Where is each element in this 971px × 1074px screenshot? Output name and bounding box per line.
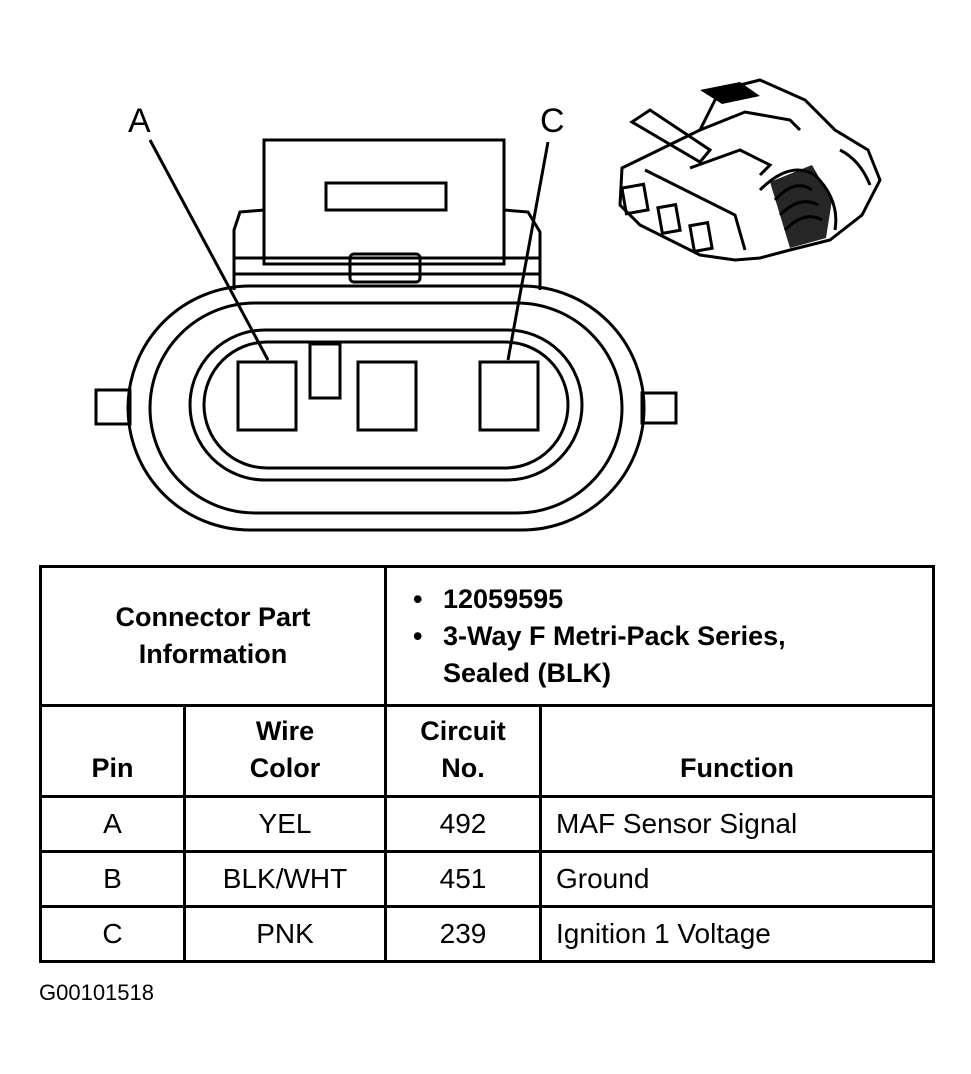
pin-label-a: A bbox=[128, 102, 151, 140]
header-wire-color-line2: Color bbox=[249, 753, 321, 783]
pin-cell: C bbox=[39, 905, 186, 963]
iso-cavity-c bbox=[688, 220, 714, 254]
header-circuit-line2: No. bbox=[441, 753, 485, 783]
header-wire-color: Wire Color bbox=[183, 704, 387, 798]
pin-cell: A bbox=[39, 795, 186, 853]
wire-color-cell: BLK/WHT bbox=[183, 850, 387, 908]
figure-id: G00101518 bbox=[39, 980, 154, 1005]
right-ear bbox=[640, 391, 678, 425]
cavity-c bbox=[478, 360, 540, 432]
table-row: C PNK 239 Ignition 1 Voltage bbox=[39, 905, 935, 963]
function-cell: MAF Sensor Signal bbox=[539, 795, 935, 853]
part-number-item: • 12059595 bbox=[413, 583, 564, 614]
series-line2: Sealed (BLK) bbox=[443, 657, 612, 688]
header-function: Function bbox=[539, 704, 935, 798]
connector-info-table: Connector Part Information • 12059595 • … bbox=[39, 565, 935, 963]
polarizing-key bbox=[308, 342, 342, 400]
connector-diagram: A C bbox=[94, 78, 882, 532]
leader-line-a bbox=[148, 139, 270, 361]
connector-part-info-row: Connector Part Information • 12059595 • … bbox=[39, 565, 935, 707]
table-row: A YEL 492 MAF Sensor Signal bbox=[39, 795, 935, 853]
part-info-list: • 12059595 • 3-Way F Metri-Pack Series, … bbox=[387, 575, 932, 698]
header-function-text: Function bbox=[680, 753, 794, 783]
latch-housing bbox=[262, 138, 506, 266]
connector-part-label-line1: Connector Part bbox=[115, 602, 311, 632]
column-header-row: Pin Wire Color Circuit No. Function bbox=[39, 704, 935, 798]
function-cell: Ignition 1 Voltage bbox=[539, 905, 935, 963]
connector-part-label-line2: Information bbox=[138, 639, 288, 669]
connector-body bbox=[618, 78, 882, 262]
header-circuit: Circuit No. bbox=[384, 704, 542, 798]
connector-shading bbox=[700, 82, 832, 248]
series-line1: 3-Way F Metri-Pack Series, bbox=[443, 620, 786, 651]
circuit-cell: 451 bbox=[384, 850, 542, 908]
header-pin-text: Pin bbox=[91, 753, 134, 783]
left-ear bbox=[94, 388, 132, 426]
header-circuit-line1: Circuit bbox=[420, 716, 506, 746]
cavity-a bbox=[236, 360, 298, 432]
connector-face-view bbox=[94, 138, 678, 532]
cavity-b bbox=[356, 360, 418, 432]
seal-ring bbox=[188, 328, 584, 482]
iso-cavity-b bbox=[656, 202, 682, 236]
connector-part-info-values: • 12059595 • 3-Way F Metri-Pack Series, … bbox=[384, 565, 935, 707]
series-item: • 3-Way F Metri-Pack Series, Sealed (BLK… bbox=[413, 618, 932, 692]
header-wire-color-line1: Wire bbox=[255, 716, 315, 746]
function-cell: Ground bbox=[539, 850, 935, 908]
connector-part-info-label: Connector Part Information bbox=[39, 565, 387, 707]
latch-window bbox=[324, 181, 448, 212]
wire-color-cell: PNK bbox=[183, 905, 387, 963]
lock-tab bbox=[348, 252, 422, 284]
pin-cell: B bbox=[39, 850, 186, 908]
header-pin: Pin bbox=[39, 704, 186, 798]
wire-color-cell: YEL bbox=[183, 795, 387, 853]
circuit-cell: 239 bbox=[384, 905, 542, 963]
table-row: B BLK/WHT 451 Ground bbox=[39, 850, 935, 908]
pin-label-c: C bbox=[540, 102, 565, 140]
iso-cavity-a bbox=[620, 182, 650, 216]
part-number: 12059595 bbox=[443, 583, 564, 614]
circuit-cell: 492 bbox=[384, 795, 542, 853]
outer-shell bbox=[126, 284, 646, 532]
connector-isometric-view bbox=[618, 78, 882, 262]
leader-line-c bbox=[506, 141, 550, 361]
